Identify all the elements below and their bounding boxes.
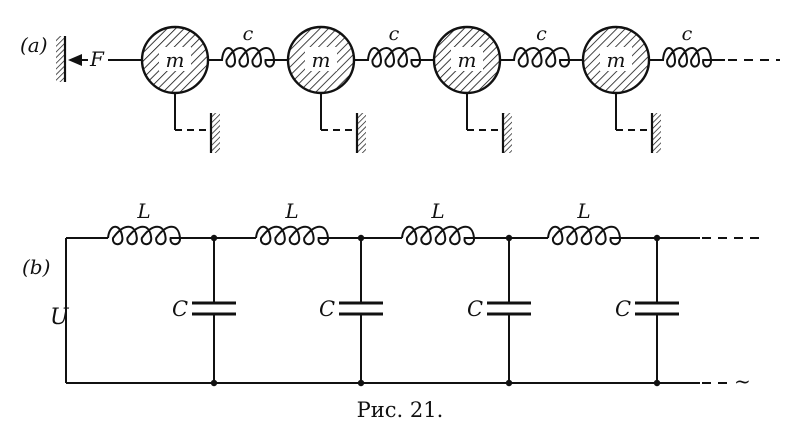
spring-label: c [243,23,254,45]
part-b-tag: (b) [22,255,50,279]
inductor-label: L [284,199,298,223]
capacitor-label: C [172,297,188,321]
mass-label-bg [305,47,337,71]
force-label: F [89,47,105,71]
spring-label: c [536,23,547,45]
mass-label-bg [600,47,632,71]
capacitor-label: C [615,297,631,321]
spring [354,47,434,68]
spring [500,47,583,68]
ground-wall [211,113,220,153]
inductor-label: L [430,199,444,223]
capacitor-label: C [319,297,335,321]
mass-label: m [458,48,477,72]
voltage-label: U [50,305,70,330]
inductor [255,225,329,246]
spring [649,47,725,68]
mass-label: m [607,48,626,72]
ground-wall [652,113,661,153]
spring-label: c [682,23,693,45]
inductor [547,225,621,246]
capacitor-label: C [467,297,483,321]
mass-label: m [312,48,331,72]
inductor-label: L [576,199,590,223]
left-wall [56,36,65,82]
lc-ladder-circuit: (b) U ~ L C L C L C L C [22,199,764,393]
mass-label-bg [159,47,191,71]
inductor [401,225,475,246]
spring-label: c [389,23,400,45]
part-a-tag: (a) [20,33,48,57]
bottom-end-mark: ~ [734,369,751,393]
spring [208,47,288,68]
figure-caption: Рис. 21. [356,398,444,422]
ground-wall [503,113,512,153]
force-arrowhead [68,54,82,66]
mass-spring-chain: (a) F m c m c m c m c [20,23,780,153]
mass-label-bg [451,47,483,71]
force-label-bg [88,46,108,70]
mass-label: m [166,48,185,72]
ground-wall [357,113,366,153]
inductor [107,225,181,246]
inductor-label: L [136,199,150,223]
